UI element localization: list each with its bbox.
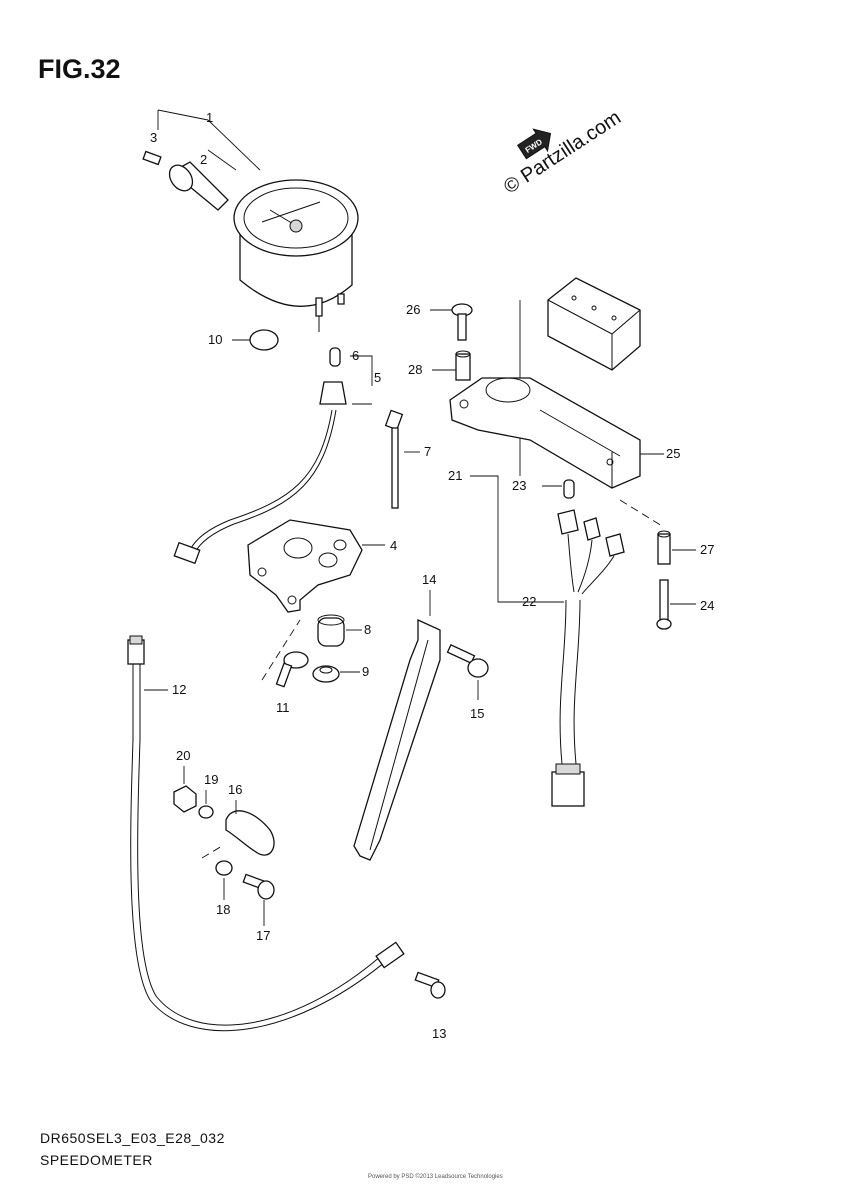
callout-27: 27	[700, 542, 714, 557]
callout-17: 17	[256, 928, 270, 943]
collar-28[interactable]	[432, 350, 471, 381]
callout-26: 26	[406, 302, 420, 317]
trip-knob[interactable]	[165, 161, 229, 211]
fine-print: Powered by PSD ©2013 Leadsource Technolo…	[368, 1174, 503, 1180]
callout-9: 9	[362, 664, 369, 679]
callout-10: 10	[208, 332, 222, 347]
grommet-10[interactable]	[232, 329, 279, 351]
wiring-harness-22[interactable]	[551, 509, 625, 807]
screw-3[interactable]	[142, 150, 162, 166]
washer-19[interactable]	[198, 790, 214, 819]
indicator-case-25[interactable]	[449, 377, 664, 489]
bulb-6[interactable]	[329, 347, 341, 367]
clamp-14[interactable]	[353, 590, 441, 861]
callout-16: 16	[228, 782, 242, 797]
callout-24: 24	[700, 598, 714, 613]
speedometer-cable-12[interactable]	[127, 635, 405, 1032]
cushion-8[interactable]	[317, 614, 362, 647]
washer-18[interactable]	[201, 845, 233, 900]
screw-24[interactable]	[656, 579, 696, 630]
callout-5: 5	[374, 370, 381, 385]
callout-12: 12	[172, 682, 186, 697]
callout-11: 11	[276, 700, 290, 715]
callout-14: 14	[422, 572, 436, 587]
callout-28: 28	[408, 362, 422, 377]
bolt-11[interactable]	[261, 619, 309, 688]
callout-2: 2	[200, 152, 207, 167]
indicator-lens-cover[interactable]	[547, 277, 641, 371]
fwd-arrow-icon: FWD	[516, 128, 552, 160]
callout-8: 8	[364, 622, 371, 637]
bolt-17[interactable]	[242, 873, 275, 926]
callout-1: 1	[206, 110, 213, 125]
section-name: SPEEDOMETER	[40, 1152, 153, 1168]
nut-20[interactable]	[173, 766, 197, 813]
callout-7: 7	[424, 444, 431, 459]
callout-20: 20	[176, 748, 190, 763]
callout-15: 15	[470, 706, 484, 721]
collar-9[interactable]	[312, 665, 360, 683]
callout-13: 13	[432, 1026, 446, 1041]
callout-labels: 1234567891011121314151617181920212223242…	[150, 110, 714, 1041]
bulb-23[interactable]	[542, 479, 575, 499]
bracket-4[interactable]	[247, 519, 385, 613]
callout-4: 4	[390, 538, 397, 553]
bolt-15[interactable]	[446, 644, 489, 700]
clamp-16[interactable]	[225, 800, 275, 856]
cable-tie-7[interactable]	[384, 409, 420, 509]
screw-13[interactable]	[414, 971, 446, 999]
callout-23: 23	[512, 478, 526, 493]
callout-25: 25	[666, 446, 680, 461]
callout-3: 3	[150, 130, 157, 145]
socket-cable-5[interactable]	[173, 381, 347, 565]
figure-title: FIG.32	[38, 54, 121, 84]
speedometer-assembly[interactable]	[233, 179, 359, 332]
screw-26[interactable]	[430, 303, 473, 341]
callout-19: 19	[204, 772, 218, 787]
callout-21: 21	[448, 468, 462, 483]
callout-22: 22	[522, 594, 536, 609]
spacer-27[interactable]	[657, 530, 696, 565]
callout-18: 18	[216, 902, 230, 917]
model-code: DR650SEL3_E03_E28_032	[40, 1130, 225, 1146]
callout-6: 6	[352, 348, 359, 363]
